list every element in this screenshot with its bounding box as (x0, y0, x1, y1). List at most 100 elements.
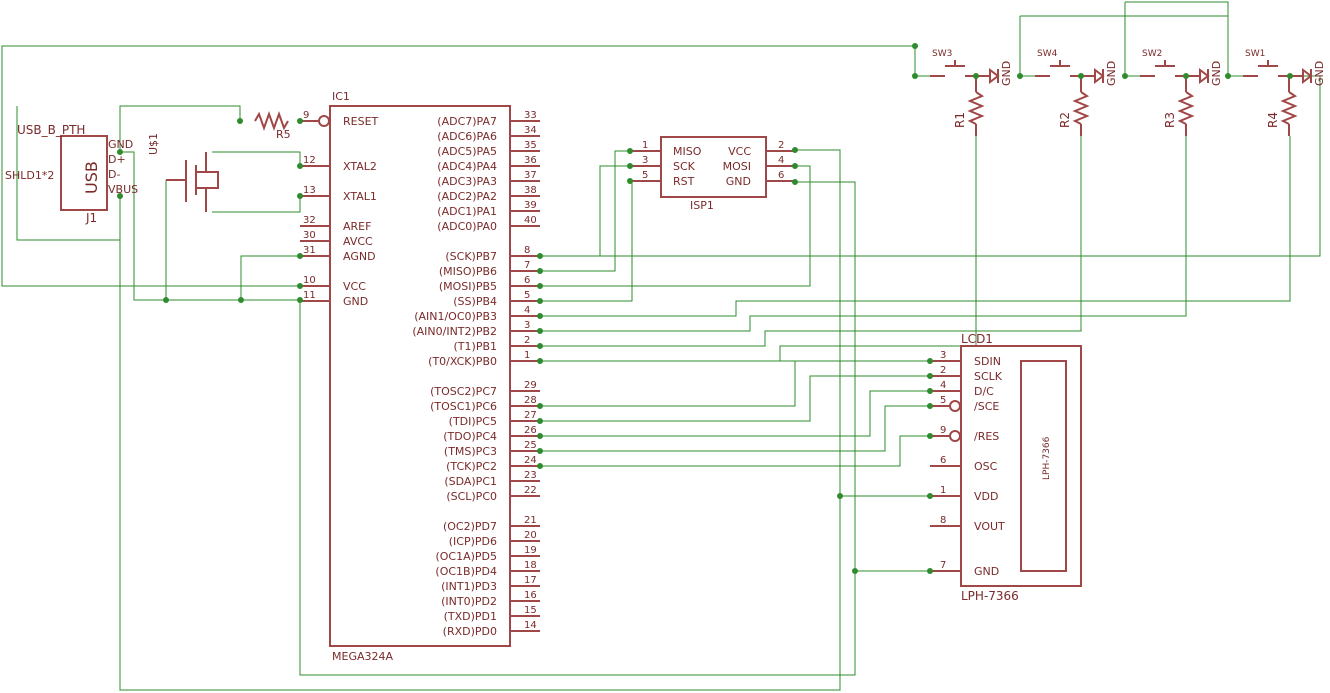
ic1-pin-number: 10 (303, 275, 316, 286)
isp-pin-number: 6 (778, 170, 784, 181)
ic1-pin-name: (TOSC1)PC6 (430, 400, 497, 413)
ic1-pin-22[interactable]: 22(SCL)PC0 (446, 485, 540, 503)
usb-connector[interactable]: USB_B_PTH USB J1 SHLD1*2 GND D+ D- VBUS (5, 123, 138, 225)
junction-dot (1183, 73, 1189, 79)
wire-sw-top-d (1125, 1, 1229, 16)
ic1-pin-name: (ADC5)PA5 (437, 145, 497, 158)
ic1-pin-38[interactable]: 38(ADC2)PA2 (437, 185, 540, 203)
ic1-pin-name: XTAL1 (343, 190, 377, 203)
ic1-pin-number: 37 (524, 170, 537, 181)
ic1-pin-40[interactable]: 40(ADC0)PA0 (437, 215, 540, 233)
ic1-pin-4[interactable]: 4(AIN1/OC0)PB3 (414, 305, 540, 323)
ic1-pin-3[interactable]: 3(AIN0/INT2)PB2 (412, 320, 540, 338)
ic1-pin-number: 3 (524, 320, 530, 331)
ic1-pin-2[interactable]: 2(T1)PB1 (454, 335, 540, 353)
ic1-pin-5[interactable]: 5(SS)PB4 (453, 290, 540, 308)
junction-dot (1225, 73, 1231, 79)
ic1-pin-16[interactable]: 16(INT0)PD2 (441, 590, 540, 608)
ic1-pin-19[interactable]: 19(OC1A)PD5 (435, 545, 540, 563)
ic1-pin-36[interactable]: 36(ADC4)PA4 (437, 155, 540, 173)
junction-dot (537, 253, 543, 259)
junction-dot (163, 297, 169, 303)
ic1-pin-34[interactable]: 34(ADC6)PA6 (437, 125, 540, 143)
ic1-pin-15[interactable]: 15(TXD)PD1 (444, 605, 540, 623)
resistor-r5[interactable]: R5 (254, 111, 291, 141)
ic1-pin-25[interactable]: 25(TMS)PC3 (444, 440, 540, 458)
junction-dot (117, 149, 123, 155)
ic1-pin-35[interactable]: 35(ADC5)PA5 (437, 140, 540, 158)
ic1-pin-8[interactable]: 8(SCK)PB7 (445, 245, 540, 263)
ic1-pin-20[interactable]: 20(ICP)PD6 (449, 530, 540, 548)
ic1-pin-6[interactable]: 6(MOSI)PB5 (439, 275, 540, 293)
junction-dot (537, 358, 543, 364)
ic1-pin-number: 1 (524, 350, 530, 361)
lcd-pin-number: 6 (940, 455, 946, 466)
resistor-label: R2 (1058, 112, 1072, 128)
ic1-pin-18[interactable]: 18(OC1B)PD4 (435, 560, 540, 578)
lcd-pin-name: /SCE (974, 400, 999, 413)
ic1-pin-28[interactable]: 28(TOSC1)PC6 (430, 395, 540, 413)
ic1-pin-1[interactable]: 1(T0/XCK)PB0 (428, 350, 540, 368)
ic1-pin-17[interactable]: 17(INT1)PD3 (441, 575, 540, 593)
ground-label: GND (1105, 61, 1118, 86)
ic1-pin-number: 22 (524, 485, 537, 496)
ic1-pin-name: RESET (343, 115, 379, 128)
crystal-body (195, 171, 219, 189)
junction-dot (297, 193, 303, 199)
ic1-pin-24[interactable]: 24(TCK)PC2 (446, 455, 540, 473)
ic1-pin-name: (AIN1/OC0)PB3 (414, 310, 497, 323)
ic1-pin-number: 8 (524, 245, 530, 256)
ic1-pin-name: (ADC7)PA7 (437, 115, 497, 128)
resistor-label: R1 (953, 112, 967, 128)
ic1-pin-14[interactable]: 14(RXD)PD0 (443, 620, 540, 638)
junction-dot (537, 463, 543, 469)
ic1-pin-39[interactable]: 39(ADC1)PA1 (437, 200, 540, 218)
ic1-pin-23[interactable]: 23(SDA)PC1 (444, 470, 540, 488)
junction-dot (537, 268, 543, 274)
lcd-pin-9[interactable]: 9/RES (930, 425, 999, 443)
ic1-pin-name: (TMS)PC3 (444, 445, 497, 458)
crystal[interactable]: U$1 (147, 133, 219, 212)
lcd-value: LPH-7366 (961, 589, 1019, 603)
ic1-pin-26[interactable]: 26(TDO)PC4 (443, 425, 540, 443)
lcd-pin-5[interactable]: 5/SCE (930, 395, 999, 413)
ic1-pin-number: 6 (524, 275, 530, 286)
ic1-pin-33[interactable]: 33(ADC7)PA7 (437, 110, 540, 128)
ic1-pin-37[interactable]: 37(ADC3)PA3 (437, 170, 540, 188)
ic1-value: MEGA324A (332, 650, 393, 663)
ic1-pin-7[interactable]: 7(MISO)PB6 (439, 260, 540, 278)
ic1-pin-21[interactable]: 21(OC2)PD7 (443, 515, 540, 533)
wire-sw-top-i (540, 75, 1321, 257)
ic1-pin-29[interactable]: 29(TOSC2)PC7 (430, 380, 540, 398)
ic1-pin-27[interactable]: 27(TDI)PC5 (449, 410, 540, 428)
